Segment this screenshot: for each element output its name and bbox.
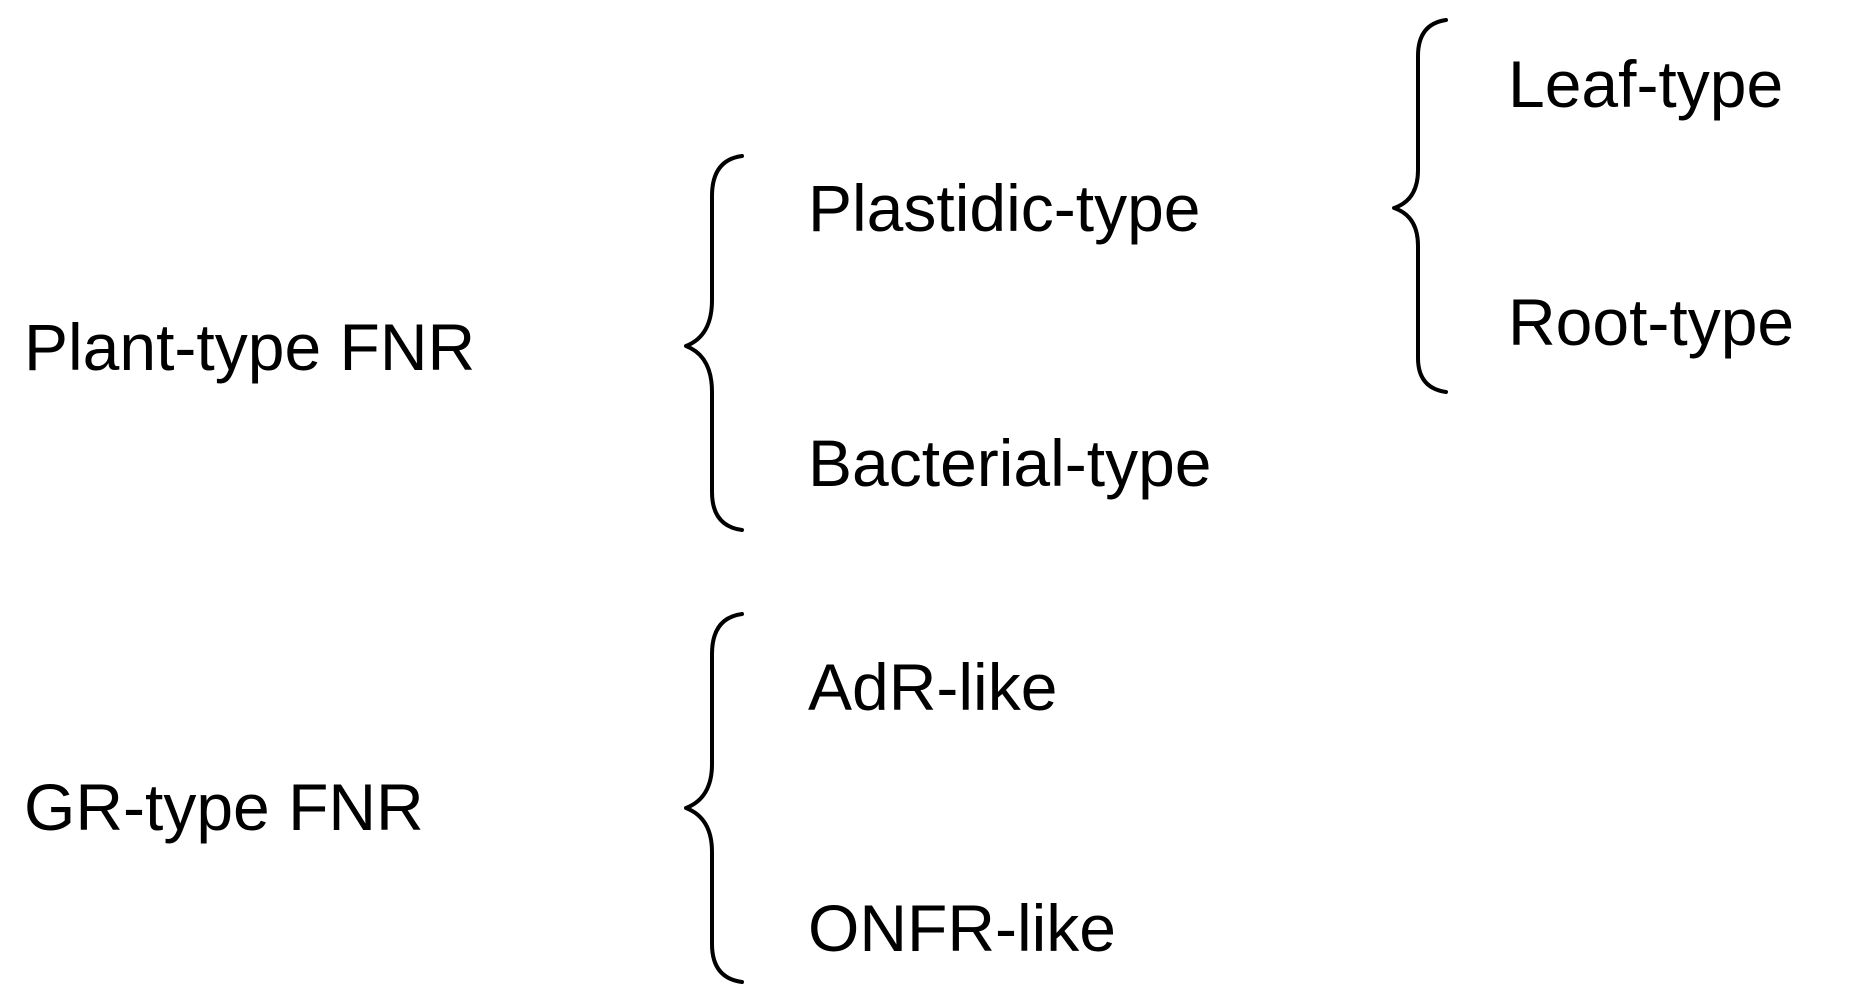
brace-plant-type: [684, 154, 744, 532]
node-plant-type-fnr: Plant-type FNR: [24, 310, 476, 384]
brace-plastidic-type: [1392, 18, 1448, 394]
node-bacterial-type: Bacterial-type: [808, 426, 1212, 500]
node-adr-like: AdR-like: [808, 650, 1058, 724]
node-gr-type-fnr: GR-type FNR: [24, 770, 424, 844]
brace-gr-type: [684, 612, 744, 984]
node-onfr-like: ONFR-like: [808, 891, 1116, 965]
node-leaf-type: Leaf-type: [1508, 47, 1784, 121]
node-root-type: Root-type: [1508, 285, 1795, 359]
node-plastidic-type: Plastidic-type: [808, 171, 1201, 245]
